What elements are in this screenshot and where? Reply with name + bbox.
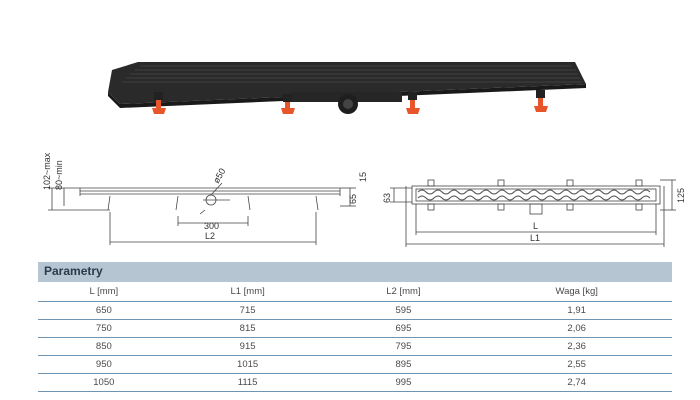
side-max-height-label: 102~max	[42, 152, 52, 190]
cell-l: 750	[38, 319, 170, 338]
cell-l2: 695	[325, 319, 482, 338]
cell-l2: 795	[325, 337, 482, 356]
cell-l: 650	[38, 301, 170, 320]
cell-l1: 1115	[169, 373, 326, 392]
top-width-125-label: 125	[676, 188, 686, 203]
table-row: 750 815 695 2,06	[38, 319, 672, 338]
col-header-l: L [mm]	[38, 282, 170, 302]
table-row: 650 715 595 1,91	[38, 301, 672, 320]
col-header-l1: L1 [mm]	[169, 282, 326, 302]
cell-weight: 2,36	[481, 337, 672, 356]
top-view-drawing	[390, 179, 676, 247]
side-view-drawing	[48, 182, 356, 245]
table-row: 950 1015 895 2,55	[38, 355, 672, 374]
table-row: 1050 1115 995 2,74	[38, 373, 672, 392]
side-height-dim-label: 65	[348, 194, 358, 204]
col-header-weight: Waga [kg]	[481, 282, 672, 302]
col-header-l2: L2 [mm]	[325, 282, 482, 302]
cell-l1: 915	[169, 337, 326, 356]
side-top-dim-label: 15	[358, 172, 368, 182]
outlet-diameter-label: ø50	[211, 167, 227, 185]
params-table: L [mm] L1 [mm] L2 [mm] Waga [kg] 650 715…	[38, 282, 672, 392]
cell-l1: 815	[169, 319, 326, 338]
top-width-63-label: 63	[382, 193, 392, 203]
params-title: Parametry	[44, 264, 103, 278]
table-row: 850 915 795 2,36	[38, 337, 672, 356]
leveling-feet	[152, 98, 548, 114]
cell-weight: 2,74	[481, 373, 672, 392]
top-l-label: L	[533, 221, 538, 231]
params-header-row: L [mm] L1 [mm] L2 [mm] Waga [kg]	[38, 282, 672, 302]
cell-l1: 715	[169, 301, 326, 320]
side-l2-label: L2	[205, 231, 215, 241]
cell-l: 1050	[38, 373, 170, 392]
side-min-height-label: 80~min	[54, 160, 64, 190]
cell-l2: 995	[325, 373, 482, 392]
cell-weight: 2,06	[481, 319, 672, 338]
params-header: Parametry	[38, 262, 672, 282]
cell-l: 950	[38, 355, 170, 374]
cell-l2: 595	[325, 301, 482, 320]
side-300-label: 300	[204, 221, 219, 231]
cell-weight: 1,91	[481, 301, 672, 320]
linear-drain-product-image	[108, 62, 586, 114]
cell-l2: 895	[325, 355, 482, 374]
cell-l1: 1015	[169, 355, 326, 374]
technical-drawings: 102~max 80~min ø50 15 65 300 L2 63 125	[42, 152, 686, 247]
cell-weight: 2,55	[481, 355, 672, 374]
cell-l: 850	[38, 337, 170, 356]
top-l1-label: L1	[530, 233, 540, 243]
